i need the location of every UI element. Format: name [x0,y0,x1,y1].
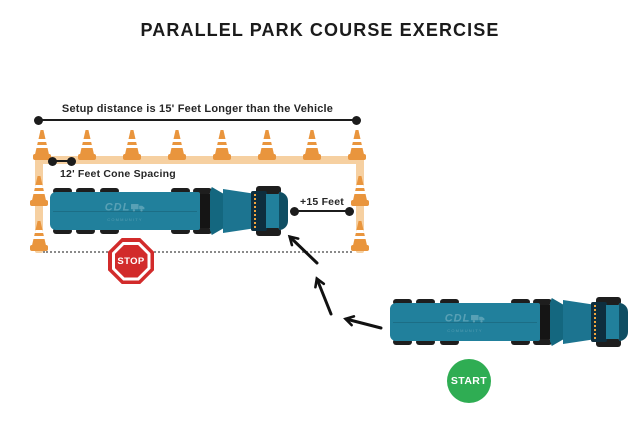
cdl-logo-text: CDL [444,312,471,325]
course-top-bar [35,156,364,164]
start-badge: START [447,359,491,403]
traffic-cone [33,130,51,160]
truck-wheel [440,339,459,345]
path-arrow-middle [314,276,333,316]
traffic-cone [30,221,48,251]
traffic-cone [78,130,96,160]
truck-start: CDL COMMUNITY [390,297,628,347]
truck-wheel [100,188,119,194]
truck-cab-rear [540,305,552,339]
truck-hood [266,194,282,228]
truck-front-wheel [596,297,621,305]
truck-roof-fairing [210,187,225,235]
page-title: PARALLEL PARK COURSE EXERCISE [140,20,500,40]
stop-sign-label: STOP [114,244,148,278]
setup-distance-label: Setup distance is 15' Feet Longer than t… [61,103,334,115]
truck-front-wheel [256,186,281,194]
traffic-cone [348,130,366,160]
truck-front-bumper [279,192,288,230]
truck-wheel [416,299,435,305]
cone-spacing-measure: 12' Feet Cone Spacing [48,156,176,180]
cdl-logo: CDL COMMUNITY [445,311,486,332]
cdl-logo-truck-icon [471,311,485,327]
truck-wheel [53,228,72,234]
truck-trailer: CDL COMMUNITY [50,192,200,230]
truck-windshield [251,191,267,231]
truck-cab-rear [200,194,212,228]
truck-front-wheel [596,339,621,347]
cdl-logo-truck-icon [131,200,145,216]
truck-wheel [53,188,72,194]
path-arrow-from-start [343,315,383,330]
traffic-cone [303,130,321,160]
traffic-cone [123,130,141,160]
traffic-cone [30,176,48,206]
truck-wheel [76,228,95,234]
truck-wheel [511,339,530,345]
truck-cab-roof [223,189,252,233]
extra-space-label: +15 Feet [300,196,344,208]
truck-hood [606,305,622,339]
traffic-cone [258,130,276,160]
truck-wheel [193,228,212,234]
truck-wheel [440,299,459,305]
truck-windshield [591,302,607,342]
truck-wheel [171,228,190,234]
cone-spacing-label: 12' Feet Cone Spacing [60,168,176,180]
truck-wheel [533,339,552,345]
truck-wheel [193,188,212,194]
traffic-cone [351,176,369,206]
setup-distance-measure: Setup distance is 15' Feet Longer than t… [34,103,361,125]
truck-wheel [533,299,552,305]
truck-cab-roof [563,300,592,344]
traffic-cone [213,130,231,160]
truck-front-wheel [256,228,281,236]
truck-wheel [393,339,412,345]
truck-front-bumper [619,303,628,341]
stop-sign: STOP [108,238,154,284]
truck-wheel [393,299,412,305]
cdl-logo-text: CDL [104,201,131,214]
traffic-cone [168,130,186,160]
cdl-logo-subtext: COMMUNITY [107,216,143,222]
truck-wheel [171,188,190,194]
traffic-cone [351,221,369,251]
truck-wheel [100,228,119,234]
cdl-logo: CDL COMMUNITY [105,200,146,221]
truck-roof-fairing [550,298,565,346]
truck-wheel [416,339,435,345]
dock-boundary-line [43,251,352,253]
truck-wheel [76,188,95,194]
truck-trailer: CDL COMMUNITY [390,303,540,341]
truck-parked: CDL COMMUNITY [50,186,288,236]
stop-sign-ring: STOP [111,241,151,281]
truck-wheel [511,299,530,305]
cdl-logo-subtext: COMMUNITY [447,327,483,333]
path-arrow-into-space [287,234,319,265]
extra-space-measure: +15 Feet [290,196,354,216]
